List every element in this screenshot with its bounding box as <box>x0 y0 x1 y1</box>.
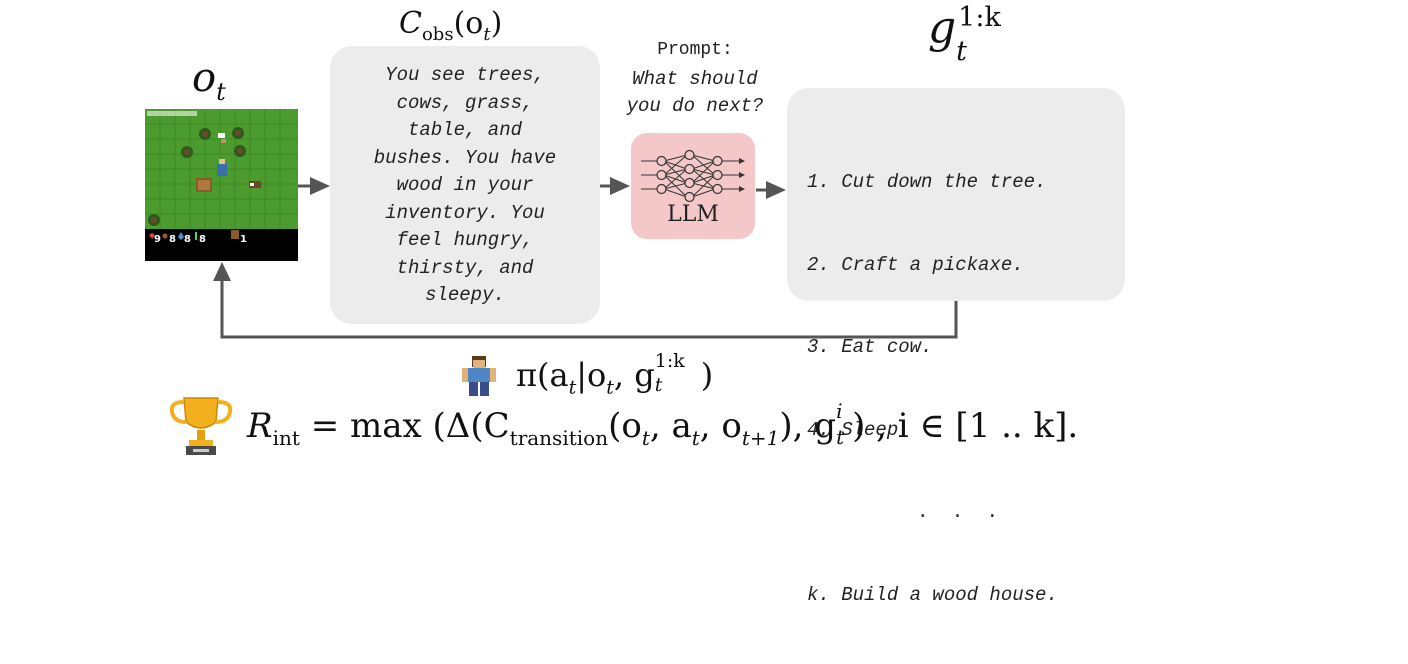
table-icon <box>196 178 212 192</box>
player-icon <box>217 159 227 176</box>
list-item: 4. Sleep. <box>807 418 910 441</box>
reward-formula: Rint = max (Δ(Ctransition(ot, at, ot+1),… <box>247 399 1079 450</box>
svg-text:9: 9 <box>154 234 161 245</box>
list-item: 2. Craft a pickaxe. <box>807 253 1024 276</box>
goal-list-box: 1. Cut down the tree. 2. Craft a pickaxe… <box>787 88 1125 606</box>
diagram: ot 9 8 8 <box>145 2 1125 606</box>
svg-text:8: 8 <box>169 234 176 245</box>
svg-text:1: 1 <box>240 234 247 245</box>
arrows-layer <box>213 177 958 339</box>
cow-icon <box>249 181 261 188</box>
llm-label: LLM <box>667 202 719 227</box>
ellipsis: . . . <box>917 501 1005 523</box>
agent-icon <box>462 356 496 396</box>
game-frame-image: 9 8 8 8 1 <box>145 109 298 261</box>
observation-caption-box: You see trees, cows, grass, table, and b… <box>330 46 600 324</box>
trophy-icon <box>169 397 233 455</box>
svg-text:8: 8 <box>199 234 206 245</box>
prompt-question: What should you do next? <box>626 68 764 117</box>
observation-label: ot <box>192 55 226 106</box>
list-item: 1. Cut down the tree. <box>807 171 1047 193</box>
list-item: k. Build a wood house. <box>807 583 1058 606</box>
list-item: 3. Eat cow. <box>807 336 933 358</box>
caption-function-label: Cobs(ot) <box>399 6 503 45</box>
observation-caption-text: You see trees, cows, grass, table, and b… <box>373 64 557 306</box>
svg-text:8: 8 <box>184 234 191 245</box>
prompt-label: Prompt: <box>657 40 733 60</box>
llm-box: LLM <box>631 133 755 239</box>
neural-network-icon <box>641 149 745 203</box>
tree-icon <box>148 127 246 226</box>
